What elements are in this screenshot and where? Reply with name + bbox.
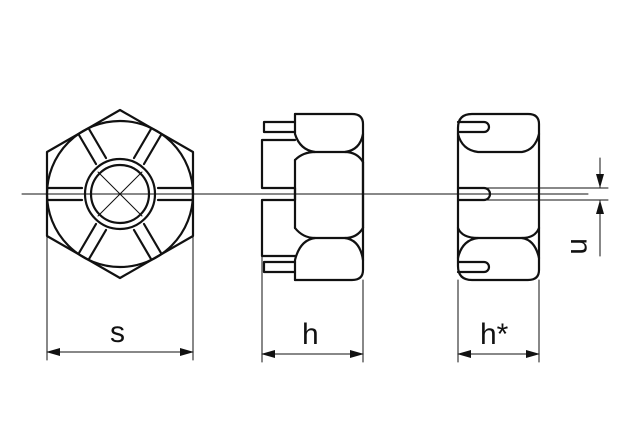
section-body-outline (456, 112, 541, 282)
side-view (260, 112, 365, 363)
n-dimension (483, 157, 609, 257)
radial-slots (46, 127, 194, 261)
label-s: s (110, 316, 125, 349)
bore-inner-circle (89, 163, 151, 225)
label-n: n (564, 238, 597, 255)
label-h: h (302, 318, 319, 351)
bore-outer-circle (83, 157, 157, 231)
chamfer-circle (45, 119, 195, 269)
hex-outline (45, 108, 195, 280)
crown-prongs (260, 120, 297, 274)
hex-body-outline (293, 112, 365, 282)
front-view (45, 108, 195, 361)
label-h-star: h* (480, 318, 509, 351)
